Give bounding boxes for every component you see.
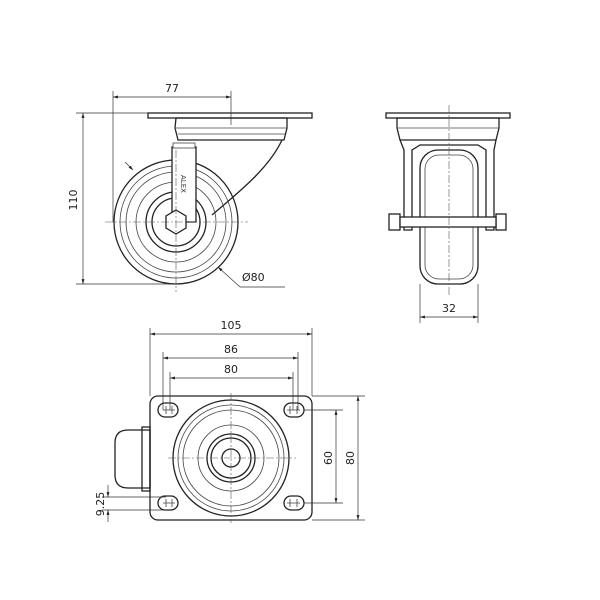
dim-hole-outer-label: 86 [224,343,238,356]
dim-diameter-label: Ø80 [242,271,265,284]
dim-width-label: 32 [442,302,456,315]
dim-slot-label: 9.25 [94,492,107,517]
axle-nut-right [495,213,507,231]
dim-hole-spacing-label: 60 [322,451,335,465]
dim-height-label: 110 [67,190,80,211]
swivel-ring [174,117,288,141]
fork-back [211,139,283,216]
top-plate [147,112,313,119]
brake [114,429,151,489]
dim-hole-inner-label: 80 [224,363,238,376]
front-top-plate [385,112,511,119]
axle-nut-left [388,213,401,231]
dim-plate-width-label: 105 [221,319,242,332]
plate-view: 105 86 80 80 9.25 60 9.25 [94,319,365,523]
front-view: 32 [385,105,511,323]
dim-plate-depth-label: 80 [344,451,357,465]
fork-logo: ALEX [179,175,187,193]
dim-offset-label: 77 [165,82,179,95]
side-view: ALEX 77 110 Ø80 [67,82,313,292]
